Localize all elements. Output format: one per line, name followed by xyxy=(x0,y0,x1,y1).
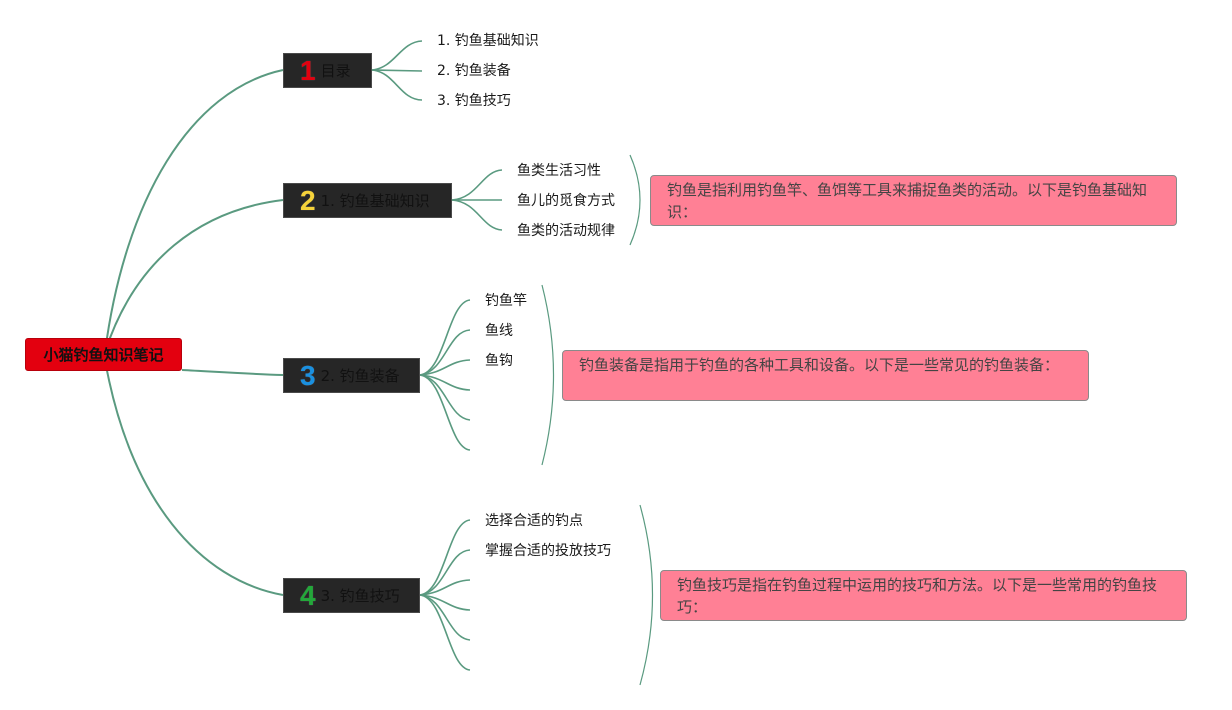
root-label: 小猫钓鱼知识笔记 xyxy=(43,346,164,364)
topic-label: 2. 钓鱼装备 xyxy=(320,367,400,385)
leaf-node[interactable]: 选择合适的钓点 xyxy=(485,513,583,529)
connector-root-topic2 xyxy=(104,199,284,353)
connector-root-topic1 xyxy=(104,69,284,353)
summary-note-2[interactable]: 钓鱼装备是指用于钓鱼的各种工具和设备。以下是一些常见的钓鱼装备： xyxy=(562,350,1089,401)
number-4-icon: 4 xyxy=(300,579,316,611)
leaf-node[interactable]: 鱼线 xyxy=(485,323,513,339)
connector-root-topic4 xyxy=(104,359,284,596)
topic-node-4[interactable]: 4 3. 钓鱼技巧 xyxy=(283,578,420,613)
topic-label: 1. 钓鱼基础知识 xyxy=(320,192,430,210)
topic-node-1[interactable]: 1 目录 xyxy=(283,53,372,88)
leaf-node[interactable]: 3. 钓鱼技巧 xyxy=(437,93,511,109)
leaf-node[interactable]: 鱼儿的觅食方式 xyxy=(517,193,615,209)
brace-topic3 xyxy=(541,284,555,466)
summary-note-1[interactable]: 钓鱼是指利用钓鱼竿、鱼饵等工具来捕捉鱼类的活动。以下是钓鱼基础知识： xyxy=(650,175,1177,226)
brace-topic4 xyxy=(639,504,654,686)
leaf-node[interactable]: 鱼类生活习性 xyxy=(517,163,601,179)
brace-topic2 xyxy=(629,154,641,246)
topic-node-3[interactable]: 3 2. 钓鱼装备 xyxy=(283,358,420,393)
leaf-node[interactable]: 鱼类的活动规律 xyxy=(517,223,615,239)
leaf-node[interactable]: 掌握合适的投放技巧 xyxy=(485,543,611,559)
number-2-icon: 2 xyxy=(300,184,316,216)
connector-root-topic3 xyxy=(181,369,284,376)
topic-label: 目录 xyxy=(320,62,351,80)
summary-note-text: 钓鱼装备是指用于钓鱼的各种工具和设备。以下是一些常见的钓鱼装备： xyxy=(579,356,1060,374)
leaf-node[interactable]: 鱼钩 xyxy=(485,353,513,369)
leaf-node[interactable]: 2. 钓鱼装备 xyxy=(437,63,511,79)
topic-label: 3. 钓鱼技巧 xyxy=(320,587,400,605)
number-1-icon: 1 xyxy=(300,54,316,86)
summary-note-text: 钓鱼是指利用钓鱼竿、鱼饵等工具来捕捉鱼类的活动。以下是钓鱼基础知识： xyxy=(667,181,1148,221)
number-3-icon: 3 xyxy=(300,359,316,391)
leaf-node[interactable]: 1. 钓鱼基础知识 xyxy=(437,33,539,49)
topic-node-2[interactable]: 2 1. 钓鱼基础知识 xyxy=(283,183,452,218)
summary-note-3[interactable]: 钓鱼技巧是指在钓鱼过程中运用的技巧和方法。以下是一些常用的钓鱼技巧： xyxy=(660,570,1187,621)
leaf-node[interactable]: 钓鱼竿 xyxy=(485,293,527,309)
root-node[interactable]: 小猫钓鱼知识笔记 xyxy=(25,338,182,371)
summary-note-text: 钓鱼技巧是指在钓鱼过程中运用的技巧和方法。以下是一些常用的钓鱼技巧： xyxy=(677,576,1158,616)
